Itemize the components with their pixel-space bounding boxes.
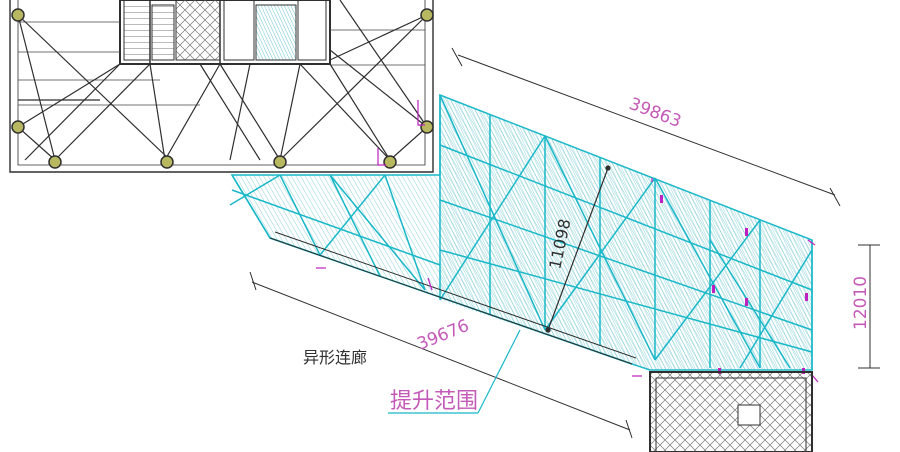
column-node [273, 155, 287, 169]
column-node [11, 120, 25, 134]
dim-top-length: 39863 [626, 94, 684, 132]
corridor-structure [229, 93, 819, 383]
lift-area-label: 提升范围 [390, 389, 478, 414]
corridor-label: 异形连廊 [303, 348, 367, 367]
dim-height: 12010 [851, 276, 871, 330]
dimension-top [451, 47, 841, 207]
building-plan [9, 0, 434, 173]
dimension-diagonal [545, 165, 611, 333]
column-nodes [11, 8, 434, 169]
tower-block [649, 371, 813, 452]
column-node [48, 155, 62, 169]
core-block [119, 0, 331, 65]
column-node [160, 155, 174, 169]
lift-leader [388, 329, 521, 414]
dimension-bottom [249, 271, 633, 439]
dimension-right [858, 244, 880, 369]
column-node [420, 120, 434, 134]
column-node [11, 8, 25, 22]
column-node [420, 8, 434, 22]
column-node [383, 155, 397, 169]
dim-bottom-length: 39676 [414, 316, 472, 355]
